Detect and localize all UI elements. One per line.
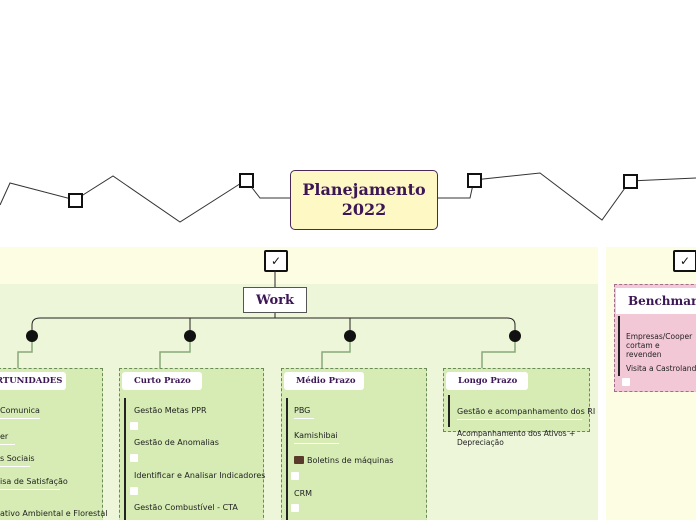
item-underline <box>294 418 314 419</box>
group-curto-prazo <box>119 368 264 520</box>
list-item[interactable]: PBG <box>294 406 311 415</box>
list-item[interactable]: s Sociais <box>0 454 35 463</box>
item-underline <box>0 444 15 445</box>
central-title-line2: 2022 <box>341 200 387 219</box>
list-item[interactable]: Kamishibai <box>294 431 338 440</box>
connector-square[interactable] <box>68 193 83 208</box>
group-medio-prazo <box>281 368 427 520</box>
list-bar <box>618 316 620 376</box>
list-item[interactable]: Visita a Castrolanda <box>626 364 696 373</box>
list-bar <box>448 395 450 427</box>
list-item-boletins[interactable]: Boletins de máquinas <box>294 456 393 465</box>
central-title-line1: Planejamento <box>302 180 426 199</box>
branch-dot[interactable] <box>344 330 356 342</box>
connector-square[interactable] <box>467 173 482 188</box>
list-item[interactable]: Identificar e Analisar Indicadores <box>134 471 266 480</box>
checkbox-icon[interactable] <box>291 472 299 480</box>
list-item[interactable]: Gestão e acompanhamento dos RI <box>457 407 596 416</box>
list-item[interactable]: Gestão de Anomalias <box>134 438 219 447</box>
list-item-ativos[interactable]: Acompanhamento dos Ativos + Depreciação <box>457 429 576 447</box>
list-item[interactable]: er <box>0 432 9 441</box>
group-title-oportunidades[interactable]: RTUNIDADES <box>0 372 66 390</box>
item-underline <box>457 419 582 420</box>
list-item[interactable]: ativo Ambiental e Florestal <box>0 509 108 518</box>
group-title-longo-prazo[interactable]: Longo Prazo <box>446 372 528 390</box>
branch-dot[interactable] <box>509 330 521 342</box>
checkbox-icon[interactable]: ✓ <box>264 250 288 272</box>
checkbox-icon[interactable] <box>291 504 299 512</box>
work-label: Work <box>255 292 295 308</box>
central-topic[interactable]: Planejamento 2022 <box>290 170 438 230</box>
checkbox-icon[interactable] <box>130 422 138 430</box>
checkbox-icon[interactable] <box>130 487 138 495</box>
item-underline <box>0 489 60 490</box>
checkbox-icon[interactable] <box>130 454 138 462</box>
branch-dot[interactable] <box>26 330 38 342</box>
item-underline <box>0 466 30 467</box>
connector-square[interactable] <box>239 173 254 188</box>
item-underline <box>0 418 40 419</box>
list-item[interactable]: isa de Satisfação <box>0 477 68 486</box>
list-item[interactable]: Gestão Combustível - CTA <box>134 503 238 512</box>
list-item[interactable]: Gestão Metas PPR <box>134 406 207 415</box>
list-item[interactable]: CRM <box>294 489 313 498</box>
group-oportunidades <box>0 368 103 520</box>
list-item[interactable]: Empresas/Cooper cortam e revenden <box>626 332 693 359</box>
list-item[interactable]: Comunica <box>0 406 40 415</box>
list-bar <box>124 398 126 520</box>
benchmark-title[interactable]: Benchmar <box>616 288 696 314</box>
item-underline <box>294 443 339 444</box>
group-title-medio-prazo[interactable]: Médio Prazo <box>284 372 364 390</box>
checkbox-icon[interactable] <box>622 378 630 386</box>
work-node[interactable]: Work <box>243 287 307 313</box>
list-bar <box>286 398 288 520</box>
checkbox-icon[interactable]: ✓ <box>673 250 696 272</box>
toolbox-icon <box>294 456 304 464</box>
branch-dot[interactable] <box>184 330 196 342</box>
connector-square[interactable] <box>623 174 638 189</box>
group-title-curto-prazo[interactable]: Curto Prazo <box>122 372 202 390</box>
